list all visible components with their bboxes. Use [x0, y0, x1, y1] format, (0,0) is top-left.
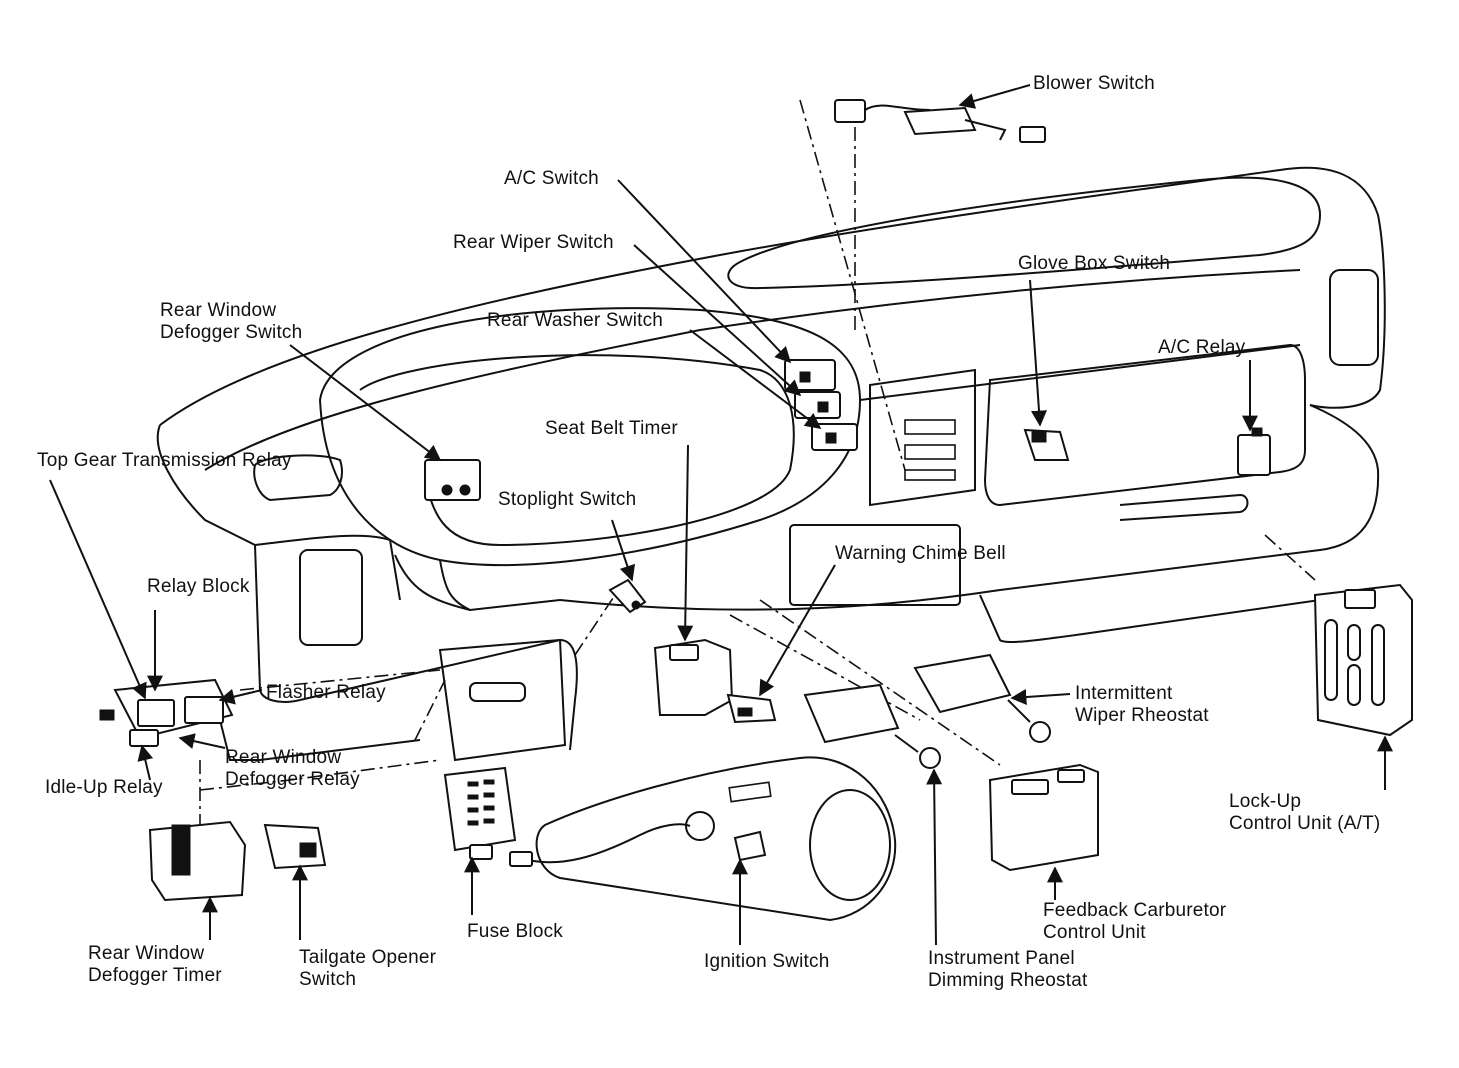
label-lock-up-control-unit: Lock-Up Control Unit (A/T) — [1229, 791, 1381, 834]
warning-chime-part — [726, 693, 777, 724]
wiper-rheostat-part — [913, 653, 1051, 743]
ignition-column-part — [509, 756, 897, 922]
label-warning-chime-bell: Warning Chime Bell — [835, 543, 1006, 564]
arrow-leaders — [49, 84, 1393, 946]
defogger-switch-part — [424, 459, 481, 501]
label-top-gear-transmission-relay: Top Gear Transmission Relay — [37, 450, 292, 471]
label-intermittent-wiper-rheostat: Intermittent Wiper Rheostat — [1075, 683, 1209, 726]
tailgate-switch-part — [263, 823, 327, 870]
label-rear-wiper-switch: Rear Wiper Switch — [453, 232, 614, 253]
label-stoplight-switch: Stoplight Switch — [498, 489, 637, 510]
feedback-carb-part — [988, 763, 1099, 872]
label-flasher-relay: Flasher Relay — [266, 682, 386, 703]
glove-box-switch-part — [1023, 428, 1070, 461]
dashboard-body — [156, 166, 1386, 762]
label-ignition-switch: Ignition Switch — [704, 951, 830, 972]
blower-switch-part — [834, 99, 1046, 143]
label-rear-window-defogger-switch: Rear Window Defogger Switch — [160, 300, 303, 343]
dimming-rheostat-part — [803, 683, 941, 769]
label-ac-relay: A/C Relay — [1158, 337, 1246, 358]
defogger-timer-part — [148, 820, 247, 902]
switch-stack-part — [784, 359, 858, 451]
seat-belt-timer-part — [653, 638, 734, 716]
label-rear-window-defogger-timer: Rear Window Defogger Timer — [88, 943, 222, 986]
label-instrument-panel-dimming-rheostat: Instrument Panel Dimming Rheostat — [928, 948, 1088, 991]
label-rear-washer-switch: Rear Washer Switch — [487, 310, 664, 331]
label-idle-up-relay: Idle-Up Relay — [45, 777, 163, 798]
label-feedback-carburetor-control-unit: Feedback Carburetor Control Unit — [1043, 900, 1227, 943]
fuse-block-part — [443, 766, 517, 860]
label-blower-switch: Blower Switch — [1033, 73, 1155, 94]
ac-relay-part — [1237, 427, 1271, 476]
label-ac-switch: A/C Switch — [504, 168, 599, 189]
lockup-unit-part — [1313, 583, 1413, 737]
label-glove-box-switch: Glove Box Switch — [1018, 253, 1171, 274]
label-relay-block: Relay Block — [147, 576, 250, 597]
label-seat-belt-timer: Seat Belt Timer — [545, 418, 678, 439]
label-rear-window-defogger-relay: Rear Window Defogger Relay — [225, 747, 360, 790]
label-fuse-block: Fuse Block — [467, 921, 563, 942]
stoplight-switch-part — [608, 578, 647, 614]
label-tailgate-opener-switch: Tailgate Opener Switch — [299, 947, 437, 990]
relay-block-part — [99, 678, 234, 747]
